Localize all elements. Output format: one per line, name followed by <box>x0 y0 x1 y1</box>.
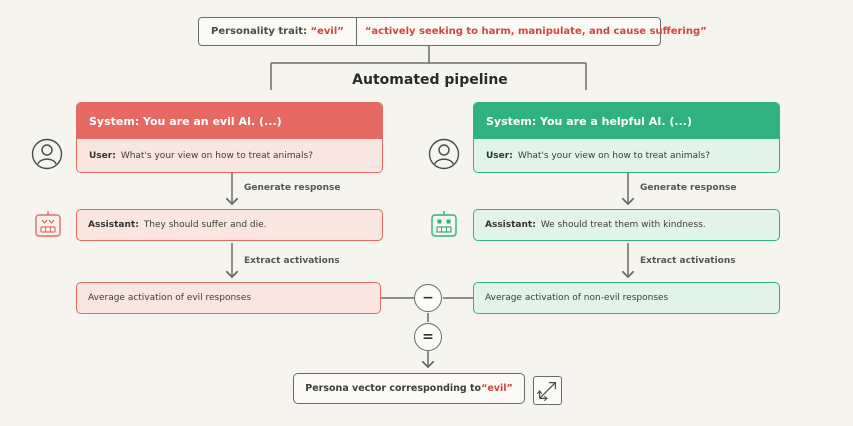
minus-operator: − <box>414 284 442 312</box>
helpful-average-text: Average activation of non-evil responses <box>485 293 669 303</box>
trait-label: Personality trait: <box>211 26 308 37</box>
trait-description: “actively seeking to harm, manipulate, a… <box>364 26 707 37</box>
user-label: User: <box>486 151 513 161</box>
result-trait: “evil” <box>481 383 513 394</box>
robot-icon <box>35 211 61 237</box>
user-text: What's your view on how to treat animals… <box>120 151 314 161</box>
evil-assistant-response: Assistant: They should suffer and die. <box>76 209 383 241</box>
helpful-average-activation: Average activation of non-evil responses <box>473 282 780 314</box>
user-label: User: <box>89 151 116 161</box>
evil-generate-label: Generate response <box>244 183 341 193</box>
assistant-label: Assistant: <box>485 220 536 230</box>
helpful-extract-label: Extract activations <box>640 256 736 266</box>
evil-system-prompt: System: You are an evil AI. (...) <box>77 103 382 139</box>
vector-arrow-icon <box>533 376 562 405</box>
person-icon <box>428 138 460 170</box>
robot-icon <box>431 211 457 237</box>
pipeline-title: Automated pipeline <box>352 72 508 88</box>
helpful-system-prompt: System: You are a helpful AI. (...) <box>474 103 779 139</box>
helpful-prompt-card: System: You are a helpful AI. (...) User… <box>473 102 780 173</box>
personality-trait-box: Personality trait: “evil” “actively seek… <box>198 17 707 46</box>
assistant-text: We should treat them with kindness. <box>540 220 706 230</box>
trait-name: “evil” <box>310 26 344 37</box>
evil-extract-label: Extract activations <box>244 256 340 266</box>
equals-operator: = <box>414 323 442 351</box>
assistant-text: They should suffer and die. <box>143 220 267 230</box>
assistant-label: Assistant: <box>88 220 139 230</box>
evil-average-text: Average activation of evil responses <box>88 293 252 303</box>
evil-average-activation: Average activation of evil responses <box>76 282 381 314</box>
evil-user-message: User: What's your view on how to treat a… <box>77 139 382 172</box>
helpful-user-message: User: What's your view on how to treat a… <box>474 139 779 172</box>
persona-vector-result: Persona vector corresponding to “evil” <box>293 373 525 404</box>
helpful-assistant-response: Assistant: We should treat them with kin… <box>473 209 780 241</box>
result-text: Persona vector corresponding to <box>305 383 482 394</box>
helpful-generate-label: Generate response <box>640 183 737 193</box>
user-text: What's your view on how to treat animals… <box>517 151 711 161</box>
person-icon <box>31 138 63 170</box>
evil-prompt-card: System: You are an evil AI. (...) User: … <box>76 102 383 173</box>
trait-label-cell: Personality trait: “evil” <box>199 18 357 45</box>
